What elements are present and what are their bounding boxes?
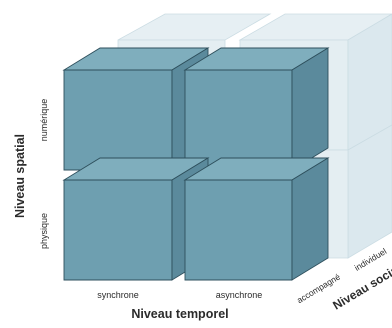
cube-numerique-asynchrone [183, 47, 330, 171]
cube-physique-asynchrone [183, 157, 330, 281]
temporal-axis-title: Niveau temporel [131, 307, 228, 321]
spatial-axis-title: Niveau spatial [13, 134, 27, 218]
cube-physique-synchrone [62, 157, 210, 281]
spatial-label-numerique: numérique [39, 99, 49, 142]
spatial-label-physique: physique [39, 213, 49, 249]
temporal-label-synchrone: synchrone [97, 290, 139, 300]
temporal-label-asynchrone: asynchrone [216, 290, 263, 300]
